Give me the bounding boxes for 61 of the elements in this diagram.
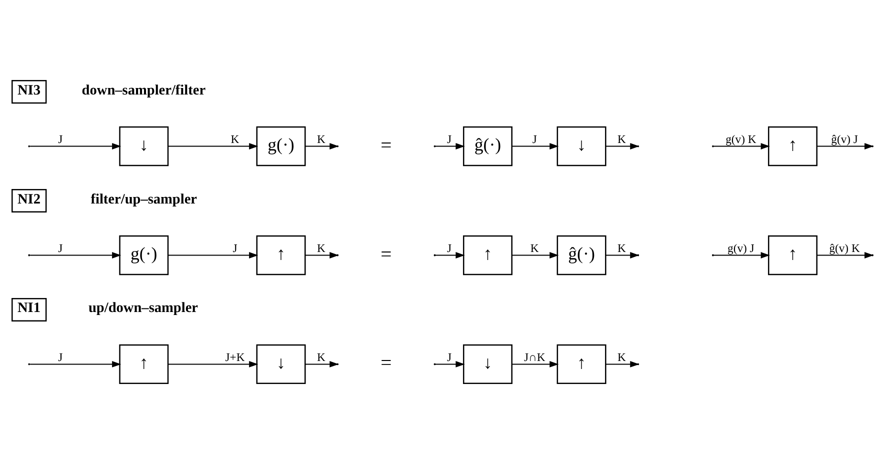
edge-label: K [618,132,626,146]
arrow [434,360,465,367]
node-label: up/down–sampler [88,300,198,316]
arrow [512,142,559,149]
edge-label: J [232,242,238,255]
edge-label: g(v) K [726,132,756,146]
label: = [380,242,392,265]
arrow [168,252,258,258]
node-box: ↓ [463,344,512,384]
node-box: ↓ [119,126,169,166]
node-box: ↑ [768,126,818,166]
arrow [712,252,770,258]
node-box: g(·) [256,126,306,166]
node-box: NI1 [12,297,47,322]
arrow [816,252,874,258]
arrow [712,142,770,149]
edge-label: J [58,242,63,255]
node-box: g(·) [119,234,169,275]
arrow [434,252,465,258]
edge-label: J∩K [524,350,546,364]
edge-label: J [58,132,63,146]
node-box: ↑ [556,344,606,384]
arrow [168,360,258,367]
edge-label: J [532,132,537,146]
arrow [30,252,122,258]
edge-label: K [618,242,626,255]
node-box: ↓ [256,344,306,384]
edge-label: J [447,242,452,255]
arrow [434,142,465,149]
edge-label: K [618,350,626,364]
edge-label: K [317,242,326,255]
edge-label: g(v) J [728,242,754,255]
edge-label: K [317,350,326,364]
node-box: ↑ [119,344,169,384]
edge-label: J [447,132,452,146]
node-box: ↓ [556,126,606,166]
node-label: filter/up–sampler [90,190,198,207]
edge-label: J [58,350,63,364]
arrow [816,142,874,149]
node-box: NI2 [12,188,47,212]
node-box: ĝ(·) [556,234,606,275]
node-box: ↑ [256,234,306,275]
edge-label: ĝ(v) K [829,242,860,255]
arrow [30,142,122,149]
edge-label: K [530,242,539,255]
edge-label: J [447,350,452,364]
arrow [512,360,559,367]
arrow [168,142,258,149]
label: = [380,134,392,156]
node-label: down–sampler/filter [82,82,206,98]
arrow [512,252,559,258]
label: = [380,352,392,374]
node-box: NI3 [12,79,47,104]
edge-label: K [317,132,326,146]
edge-label: J+K [225,350,245,364]
edge-label: ĝ(v) J [831,132,858,146]
edge-label: K [230,132,240,146]
arrow [30,360,122,367]
node-box: ↑ [768,234,818,275]
node-box: ↑ [463,234,512,275]
node-box: ĝ(·) [463,126,512,166]
